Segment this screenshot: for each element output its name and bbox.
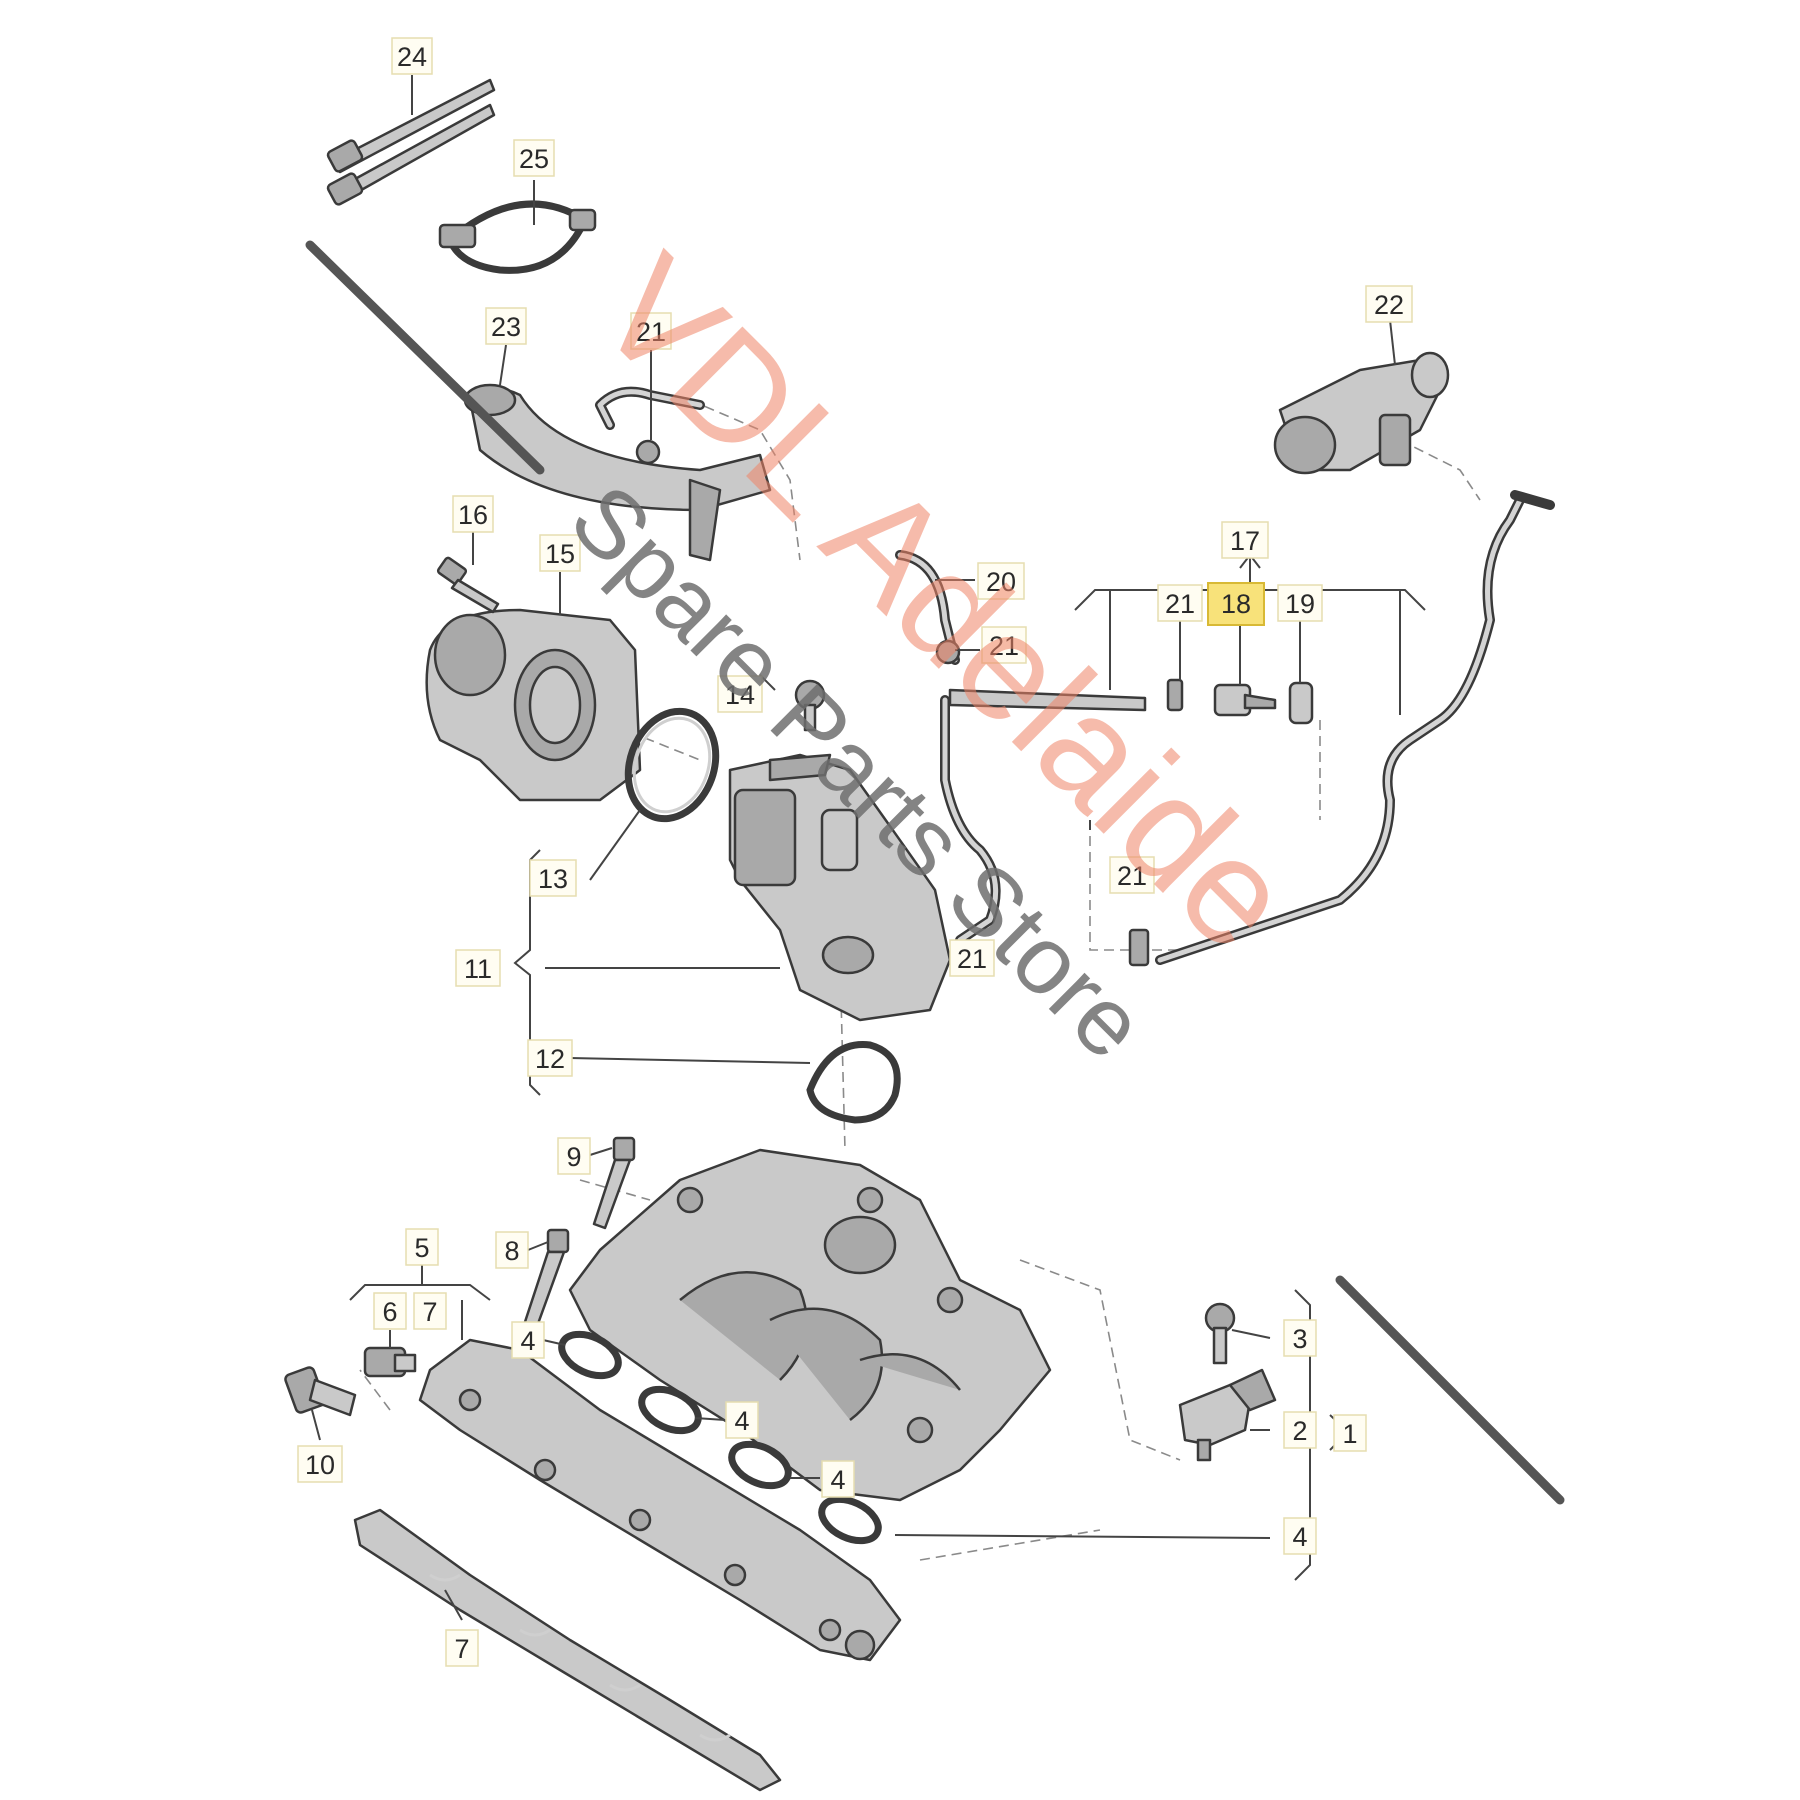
watermark-line-right: [1335, 1275, 1565, 1505]
svg-text:21: 21: [636, 317, 666, 347]
part-21-breather-hose-top: [595, 386, 705, 465]
callout-labels: 24 25 23 21 22 16 15 20 21 17 21 18 19 1…: [297, 37, 1413, 1667]
callout-4-upper: 4: [511, 1321, 545, 1359]
svg-text:6: 6: [382, 1297, 397, 1327]
callout-7-upper: 7: [413, 1292, 447, 1330]
part-9-bolt: [592, 1136, 636, 1230]
svg-text:4: 4: [734, 1406, 749, 1436]
part-17-valve-assembly: [948, 678, 1314, 967]
part-23-intake-pipe: [463, 383, 772, 562]
part-22-intake-adapter: [1273, 351, 1450, 475]
guide-lines: [359, 399, 1481, 1561]
svg-text:21: 21: [989, 631, 1019, 661]
svg-text:21: 21: [1165, 589, 1195, 619]
callout-15: 15: [539, 534, 581, 572]
svg-text:7: 7: [422, 1297, 437, 1327]
callout-13: 13: [529, 859, 577, 897]
callout-21-elbow: 21: [1109, 856, 1155, 894]
callout-6: 6: [373, 1292, 407, 1330]
svg-text:8: 8: [504, 1236, 519, 1266]
part-25-hose-clamp: [438, 200, 597, 274]
callout-9: 9: [557, 1137, 591, 1175]
part-16-bolt: [436, 556, 500, 614]
svg-text:22: 22: [1374, 290, 1404, 320]
svg-text:9: 9: [566, 1142, 581, 1172]
callout-1: 1: [1333, 1414, 1367, 1452]
callout-21-top: 21: [630, 312, 672, 350]
callout-20: 20: [977, 562, 1025, 600]
svg-text:1: 1: [1342, 1419, 1357, 1449]
callout-4-low: 4: [821, 1460, 855, 1498]
svg-text:2: 2: [1292, 1416, 1307, 1446]
part-7-gasket: [353, 1508, 782, 1792]
callout-24: 24: [391, 37, 433, 75]
svg-text:3: 3: [1292, 1324, 1307, 1354]
part-20-hose: [895, 550, 1001, 945]
callout-8: 8: [495, 1231, 529, 1269]
hose-right-long: [1155, 490, 1555, 965]
callout-14: 14: [717, 675, 763, 713]
callout-21-mid: 21: [981, 626, 1027, 664]
callout-4-mid: 4: [725, 1401, 759, 1439]
svg-text:17: 17: [1230, 526, 1260, 556]
callout-10: 10: [297, 1445, 343, 1483]
svg-text:12: 12: [535, 1044, 565, 1074]
part-4-seals: [558, 1330, 882, 1545]
part-12-gasket: [806, 1041, 901, 1124]
part-6-sensor: [363, 1346, 417, 1378]
callout-7-lower: 7: [445, 1629, 479, 1667]
callout-18-highlight: 18: [1207, 582, 1265, 626]
leader-lines: [311, 75, 1426, 1621]
callout-25: 25: [513, 139, 555, 177]
callout-16: 16: [452, 495, 494, 533]
callout-21-valve: 21: [1157, 584, 1203, 622]
svg-text:20: 20: [986, 567, 1016, 597]
svg-text:24: 24: [397, 42, 427, 72]
part-intake-manifold: [568, 1148, 1052, 1502]
watermark-line-left: [305, 240, 545, 475]
callout-11: 11: [455, 949, 501, 987]
callout-21-lower: 21: [949, 939, 995, 977]
callout-4-right: 4: [1283, 1517, 1317, 1555]
part-3-bolt: [1204, 1302, 1236, 1365]
svg-text:4: 4: [830, 1465, 845, 1495]
svg-text:16: 16: [458, 500, 488, 530]
part-11-intake-elbow: [728, 753, 952, 1022]
callout-2: 2: [1283, 1411, 1317, 1449]
part-14-bolt: [794, 679, 826, 732]
part-runner-flange: [418, 1338, 902, 1662]
svg-text:23: 23: [491, 312, 521, 342]
svg-text:10: 10: [305, 1450, 335, 1480]
callout-22: 22: [1365, 285, 1413, 323]
svg-text:21: 21: [957, 944, 987, 974]
part-2-sensor: [1178, 1368, 1277, 1462]
svg-text:18: 18: [1221, 589, 1251, 619]
svg-text:14: 14: [725, 680, 755, 710]
svg-text:13: 13: [538, 864, 568, 894]
part-13-o-ring: [624, 707, 720, 823]
part-10-sensor: [284, 1366, 357, 1417]
callout-17: 17: [1221, 521, 1269, 559]
svg-text:19: 19: [1285, 589, 1315, 619]
callout-23: 23: [485, 307, 527, 345]
callout-19: 19: [1277, 584, 1323, 622]
svg-text:5: 5: [414, 1233, 429, 1263]
callout-12: 12: [527, 1039, 573, 1077]
svg-text:4: 4: [520, 1326, 535, 1356]
svg-text:25: 25: [519, 144, 549, 174]
callout-5: 5: [405, 1228, 439, 1266]
part-24-cable-ties: [326, 78, 496, 206]
svg-text:21: 21: [1117, 861, 1147, 891]
part-15-throttle-body: [425, 608, 642, 802]
callout-3: 3: [1283, 1319, 1317, 1357]
svg-text:15: 15: [545, 539, 575, 569]
svg-text:7: 7: [454, 1634, 469, 1664]
svg-text:4: 4: [1292, 1522, 1307, 1552]
svg-text:11: 11: [464, 954, 492, 984]
part-8-bolt: [521, 1228, 570, 1334]
